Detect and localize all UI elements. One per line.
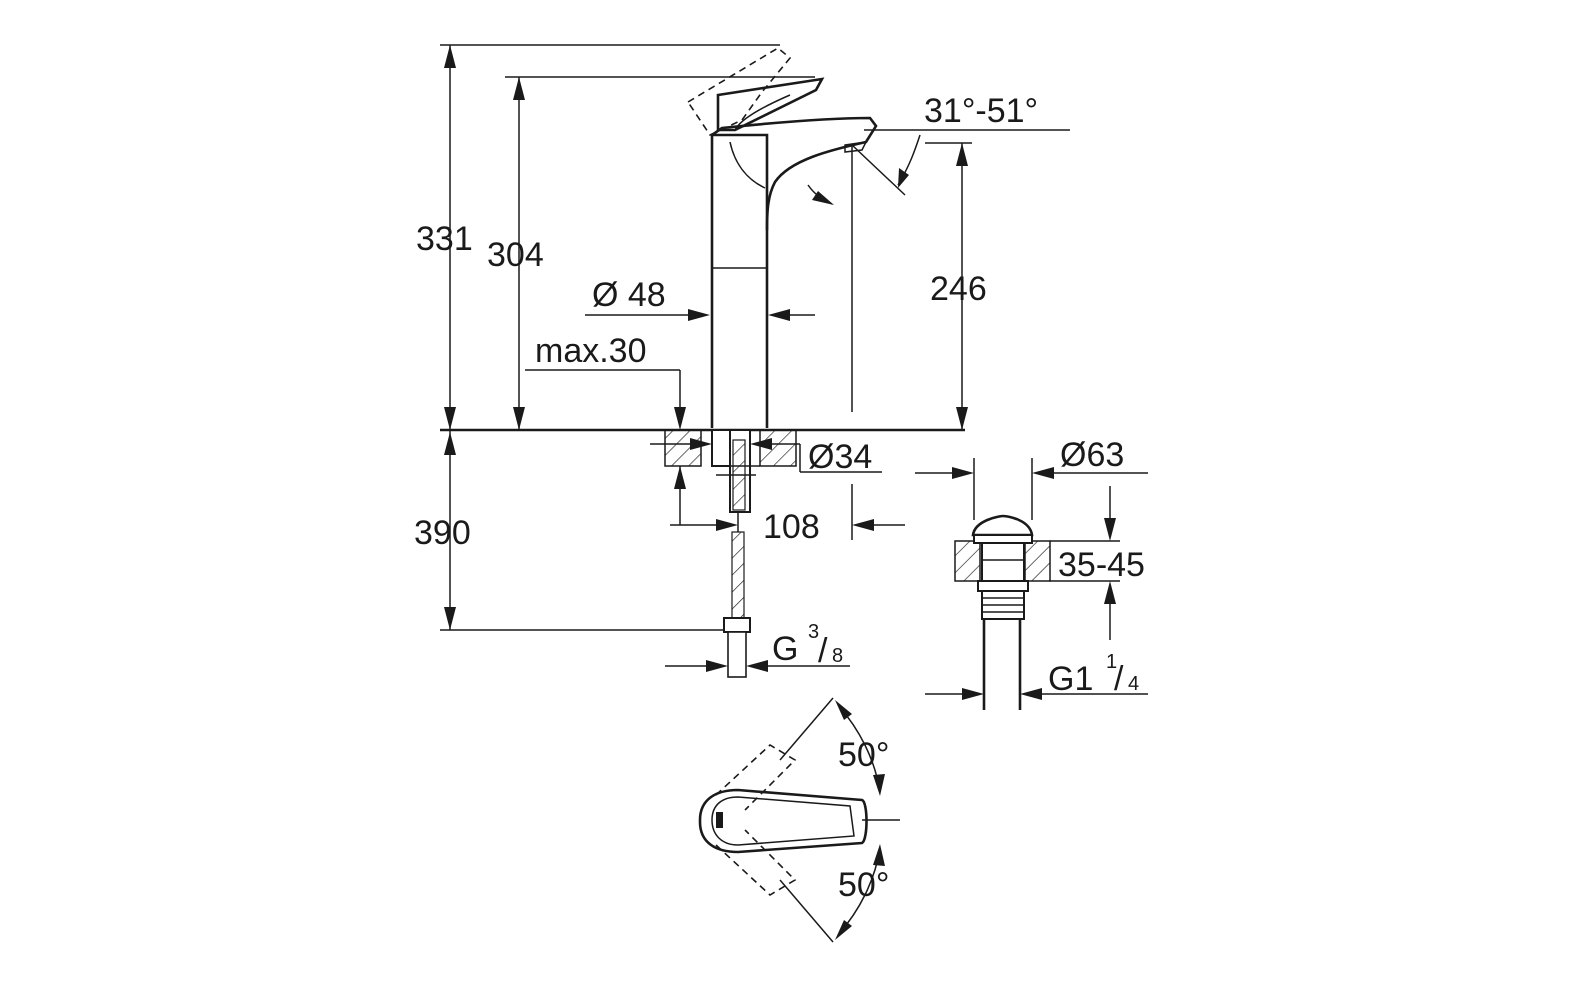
label-waste-thread-numerator: 1 — [1106, 651, 1117, 673]
label-waste-diameter: Ø63 — [1060, 436, 1124, 474]
label-hose-length: 390 — [414, 514, 471, 552]
dimension-labels: 331 304 31°-51° 246 Ø 48 max.30 Ø34 108 … — [414, 92, 1145, 904]
faucet-side-view — [686, 47, 878, 428]
label-max-thickness: max.30 — [535, 332, 647, 370]
dimension-lines — [440, 44, 1070, 672]
faucet-top-view — [698, 697, 900, 943]
label-waste-thread-slash: / — [1114, 660, 1124, 698]
label-waste-thickness: 35-45 — [1058, 546, 1145, 584]
label-spout-reach: 108 — [763, 508, 820, 546]
waste-dimension-lines — [915, 458, 1148, 700]
label-hose-thread-denominator: 8 — [832, 645, 843, 667]
waste-fitting — [954, 514, 1051, 710]
label-body-diameter: Ø 48 — [592, 276, 666, 314]
mounting-section — [664, 429, 797, 678]
label-hole-diameter: Ø34 — [808, 438, 872, 476]
label-spout-angle: 31°-51° — [924, 92, 1038, 130]
label-rotation-top: 50° — [838, 736, 889, 774]
label-lever-height: 304 — [487, 236, 544, 274]
label-hose-thread: G — [772, 630, 798, 668]
label-hose-thread-slash: / — [818, 632, 828, 670]
label-waste-thread: G1 — [1048, 660, 1093, 698]
label-rotation-bottom: 50° — [838, 866, 889, 904]
label-overall-height: 331 — [416, 220, 473, 258]
label-waste-thread-denominator: 4 — [1128, 673, 1139, 695]
label-spout-height: 246 — [930, 270, 987, 308]
label-hose-thread-numerator: 3 — [808, 621, 819, 643]
